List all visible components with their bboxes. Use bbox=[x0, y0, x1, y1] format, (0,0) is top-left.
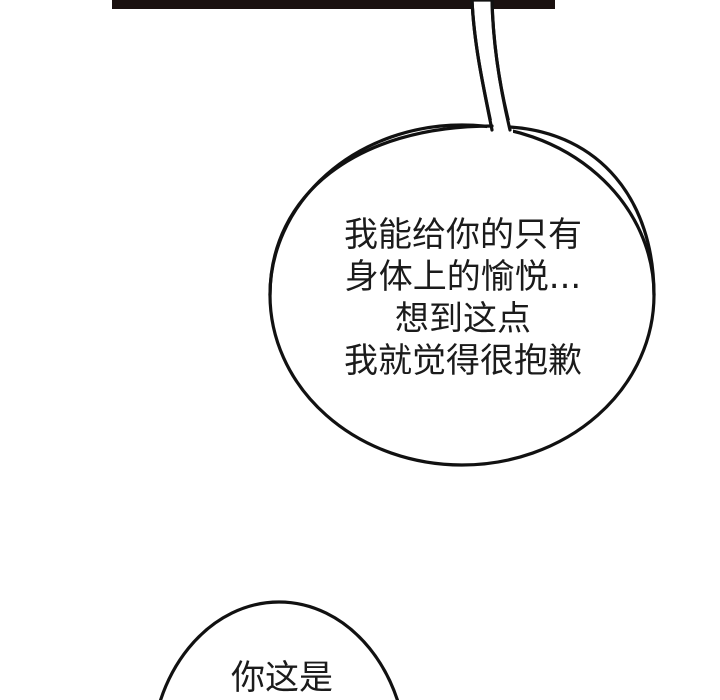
bubble-top-left-arc bbox=[268, 124, 494, 297]
panel-bottom-edge bbox=[112, 0, 555, 9]
tail-right-edge bbox=[490, 0, 512, 132]
bubble-top-right-arc bbox=[508, 125, 656, 297]
tail-seam-mask bbox=[487, 120, 513, 136]
tail-left-edge bbox=[470, 0, 494, 132]
bottom-speech-bubble bbox=[158, 600, 400, 700]
